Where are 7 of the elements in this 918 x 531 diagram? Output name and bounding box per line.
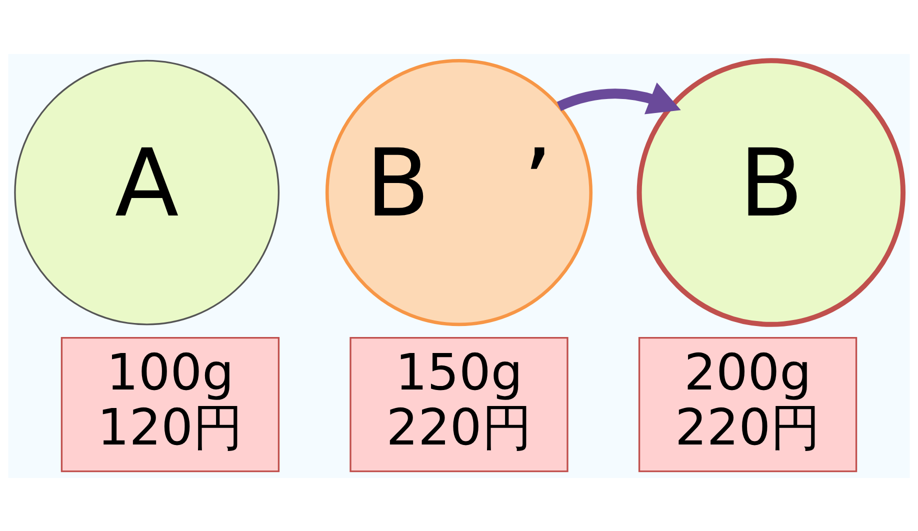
node-circle: B (636, 58, 906, 326)
node-circle: A (14, 59, 280, 325)
arrow (557, 82, 681, 114)
node-box: 100g 120円 (60, 336, 280, 472)
node-box: 150g 220円 (350, 336, 568, 472)
node-box: 200g 220円 (638, 336, 858, 472)
node-circle: B ’ (325, 58, 593, 326)
